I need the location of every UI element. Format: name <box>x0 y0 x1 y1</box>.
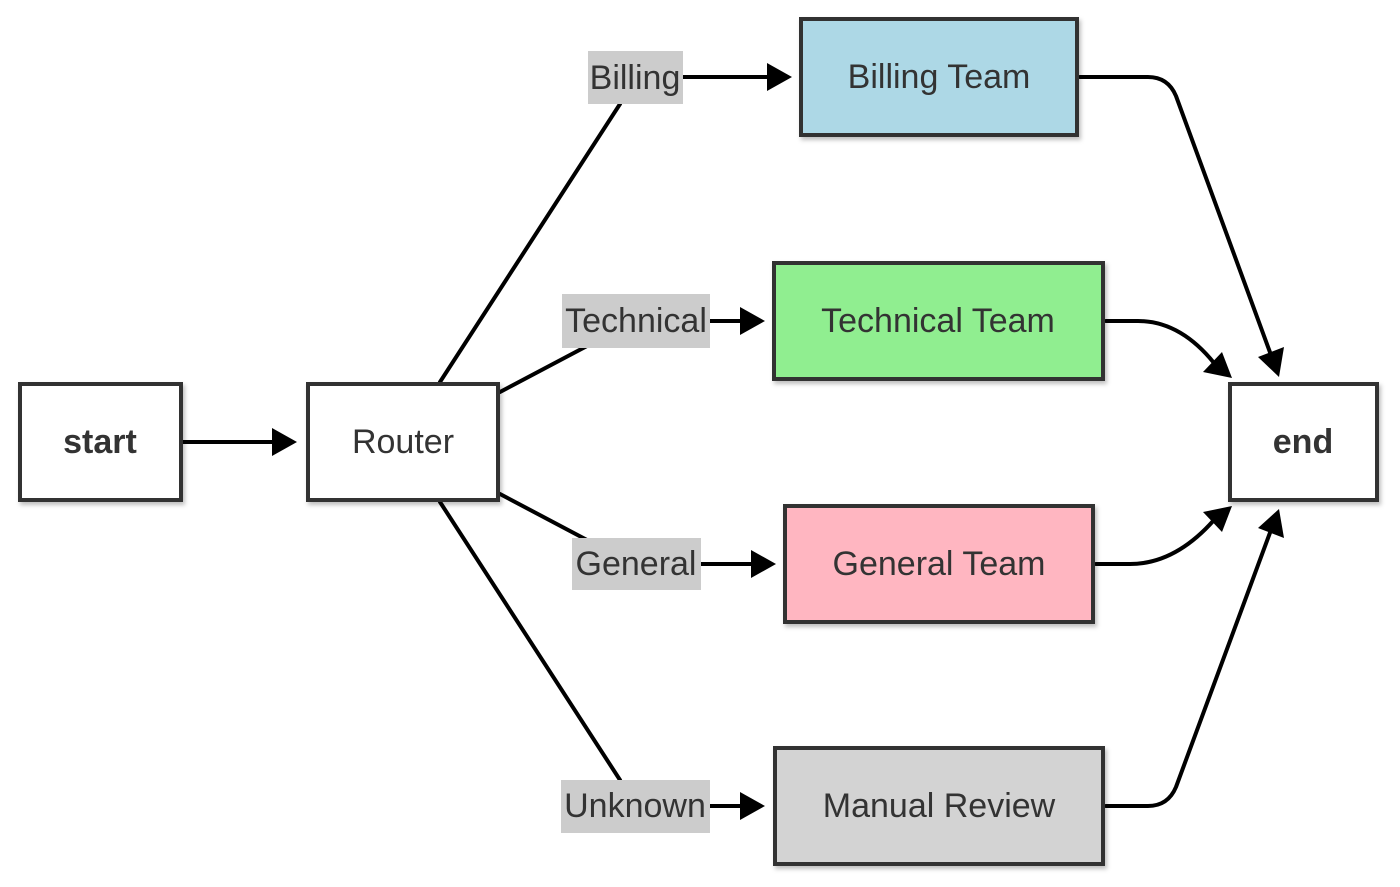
edge-manual-to-end <box>1104 509 1284 808</box>
edge-label-technical: Technical <box>562 294 710 348</box>
node-general-team: General Team <box>783 504 1095 624</box>
edges <box>181 63 1284 820</box>
edge-label-general: General <box>572 538 701 590</box>
edge-label-unknown: Unknown <box>561 780 710 833</box>
arrowhead <box>740 307 765 335</box>
edge-label-billing: Billing <box>588 51 683 104</box>
node-manual-review: Manual Review <box>773 746 1105 866</box>
edge-billing-to-end <box>1078 75 1284 377</box>
edge-label-billing-text: Billing <box>590 59 681 97</box>
edge-router-to-billing <box>438 63 792 384</box>
arrowhead <box>1203 352 1232 378</box>
node-start: start <box>18 382 183 502</box>
arrowhead <box>1258 509 1284 538</box>
node-end: end <box>1228 382 1379 502</box>
node-technical-team-label: Technical Team <box>821 302 1055 340</box>
node-general-team-label: General Team <box>833 545 1046 583</box>
arrowhead <box>740 792 765 820</box>
edge-start-to-router <box>181 428 297 456</box>
edge-technical-to-end <box>1104 319 1232 378</box>
edge-general-to-end <box>1094 506 1232 566</box>
node-start-label: start <box>63 423 137 461</box>
node-billing-team-label: Billing Team <box>848 58 1031 96</box>
node-billing-team: Billing Team <box>799 17 1079 137</box>
edge-router-to-unknown <box>438 500 765 820</box>
edge-router-to-general <box>498 492 776 578</box>
arrowhead <box>751 550 776 578</box>
nodes: start Router Billing Team Technical Team… <box>18 17 1379 866</box>
arrowhead <box>1258 347 1284 377</box>
edge-labels: Billing Technical General Unknown <box>561 51 710 833</box>
node-end-label: end <box>1273 423 1333 461</box>
node-router: Router <box>306 382 500 502</box>
edge-router-to-technical <box>498 307 765 394</box>
edge-label-technical-text: Technical <box>565 302 707 340</box>
edge-label-general-text: General <box>576 545 697 583</box>
node-technical-team: Technical Team <box>772 261 1105 381</box>
node-router-label: Router <box>352 423 454 461</box>
node-manual-review-label: Manual Review <box>823 787 1056 825</box>
arrowhead <box>1203 506 1232 532</box>
edge-label-unknown-text: Unknown <box>564 787 706 825</box>
arrowhead <box>767 63 792 91</box>
arrowhead <box>272 428 297 456</box>
